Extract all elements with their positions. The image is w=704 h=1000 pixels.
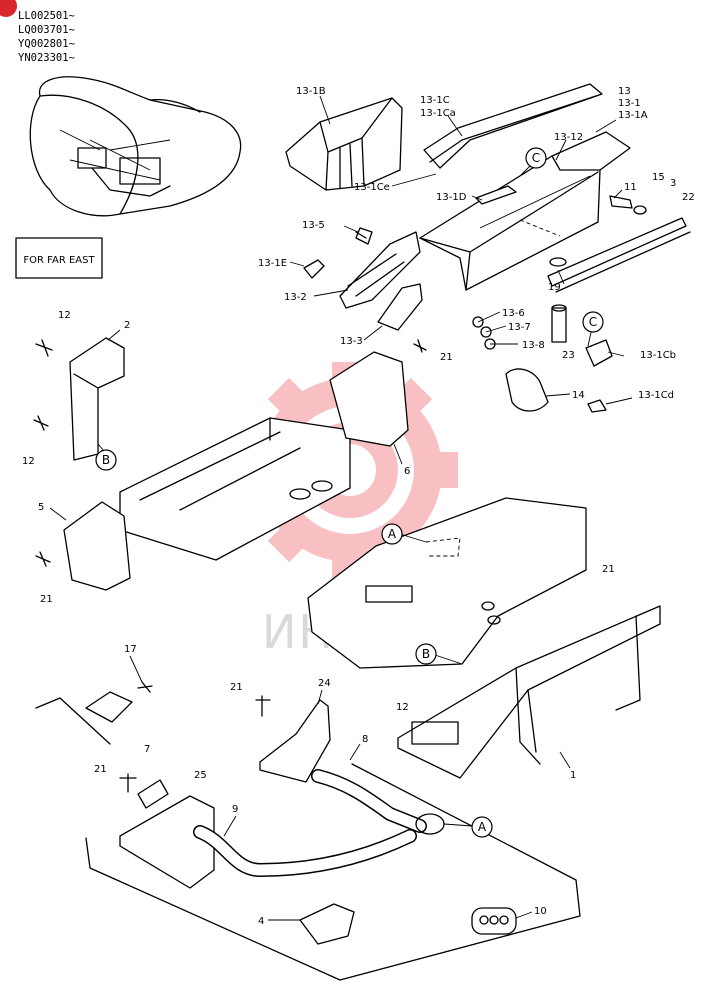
label-13-1Cb: 13-1Cb — [640, 350, 676, 361]
part-13-1 — [419, 131, 631, 291]
label-4: 4 — [258, 916, 264, 927]
label-13-1Ce: 13-1Ce — [354, 182, 390, 193]
label-21-lower: 21 — [230, 682, 243, 693]
label-13-6: 13-6 — [502, 308, 525, 319]
part-3-22-rail — [547, 217, 691, 293]
ref-circle-c-right: C — [582, 311, 604, 333]
region-box — [15, 237, 103, 279]
region-box-text: FOR FAR EAST — [23, 255, 95, 266]
ref-circle-c-top: C — [525, 147, 547, 169]
part-13-1E — [303, 259, 325, 279]
part-13-1Cb — [585, 339, 613, 367]
label-24: 24 — [318, 678, 331, 689]
part-2-bracket — [69, 337, 125, 461]
label-13-1Ca: 13-1Ca — [420, 108, 456, 119]
label-21-bottom: 21 — [94, 764, 107, 775]
serial-2: LQ003701~ — [18, 24, 75, 36]
label-13-1C: 13-1C — [420, 95, 450, 106]
svg-text:A: A — [388, 527, 397, 541]
label-21-left: 21 — [40, 594, 53, 605]
label-12-top: 12 — [58, 310, 71, 321]
svg-text:C: C — [589, 315, 597, 329]
label-14: 14 — [572, 390, 585, 401]
label-13-1A: 13-1A — [618, 110, 648, 121]
label-5: 5 — [38, 502, 44, 513]
part-7-item — [137, 779, 169, 809]
label-9: 9 — [232, 804, 238, 815]
label-12-mid: 12 — [22, 456, 35, 467]
label-15: 15 — [652, 172, 665, 183]
part-13-1Cd — [587, 399, 607, 413]
serial-4: YN023301~ — [18, 52, 75, 64]
part-14 — [505, 368, 549, 412]
part-17-item — [85, 691, 133, 723]
floor-plate — [307, 497, 587, 669]
ref-circle-b-left: B — [95, 449, 117, 471]
part-6-cover — [329, 351, 409, 447]
part-5-cover — [63, 501, 131, 591]
ref-circle-a-mid: A — [381, 523, 403, 545]
label-13-1: 13-1 — [618, 98, 641, 109]
label-22: 22 — [682, 192, 695, 203]
label-13: 13 — [618, 86, 631, 97]
serial-3: YQ002801~ — [18, 38, 75, 50]
part-4-grommet — [299, 903, 355, 945]
label-13-12: 13-12 — [554, 132, 583, 143]
part-23-pin — [551, 304, 567, 343]
serial-list: LL002501~ LQ003701~ YQ002801~ YN023301~ — [18, 10, 75, 64]
svg-text:B: B — [422, 647, 430, 661]
label-19: 19 — [548, 282, 561, 293]
label-17: 17 — [124, 644, 137, 655]
part-13-1D — [475, 185, 517, 205]
part-13-1C — [423, 83, 603, 169]
part-13-1B — [285, 97, 403, 191]
label-7: 7 — [144, 744, 150, 755]
label-2: 2 — [124, 320, 130, 331]
label-13-7: 13-7 — [508, 322, 531, 333]
label-23: 23 — [562, 350, 575, 361]
label-25: 25 — [194, 770, 207, 781]
part-13-2 — [339, 231, 421, 309]
label-13-1B: 13-1B — [296, 86, 326, 97]
part-1-frame — [397, 605, 661, 779]
part-10-grommet — [471, 907, 517, 935]
corner-marker — [0, 0, 17, 17]
label-10: 10 — [534, 906, 547, 917]
label-12-lower: 12 — [396, 702, 409, 713]
label-13-8: 13-8 — [522, 340, 545, 351]
label-21-top: 21 — [440, 352, 453, 363]
svg-text:B: B — [102, 453, 110, 467]
label-21-right: 21 — [602, 564, 615, 575]
label-13-5: 13-5 — [302, 220, 325, 231]
label-8: 8 — [362, 734, 368, 745]
label-3: 3 — [670, 178, 676, 189]
svg-text:C: C — [532, 151, 540, 165]
lower-floor-deck — [35, 697, 581, 981]
part-11-bolt — [609, 195, 633, 209]
part-15-washer — [633, 205, 647, 215]
label-13-1Cd: 13-1Cd — [638, 390, 674, 401]
ref-circle-a-lower: A — [471, 816, 493, 838]
label-13-1E: 13-1E — [258, 258, 287, 269]
label-11: 11 — [624, 182, 637, 193]
label-6: 6 — [404, 466, 410, 477]
svg-text:A: A — [478, 820, 487, 834]
serial-1: LL002501~ — [18, 10, 75, 22]
part-labels: 13-1B 13-1C 13-1Ca 13 13-1 13-1A 13-12 1… — [22, 86, 695, 927]
label-1: 1 — [570, 770, 576, 781]
label-13-2: 13-2 — [284, 292, 307, 303]
label-13-3: 13-3 — [340, 336, 363, 347]
part-13-3 — [377, 283, 423, 331]
part-24-duct — [259, 699, 331, 783]
part-19 — [549, 257, 567, 267]
ref-circle-b-mid: B — [415, 643, 437, 665]
part-25-duct — [119, 795, 215, 889]
part-13-5 — [355, 227, 373, 245]
machine-overview — [29, 76, 242, 217]
label-13-1D: 13-1D — [436, 192, 467, 203]
